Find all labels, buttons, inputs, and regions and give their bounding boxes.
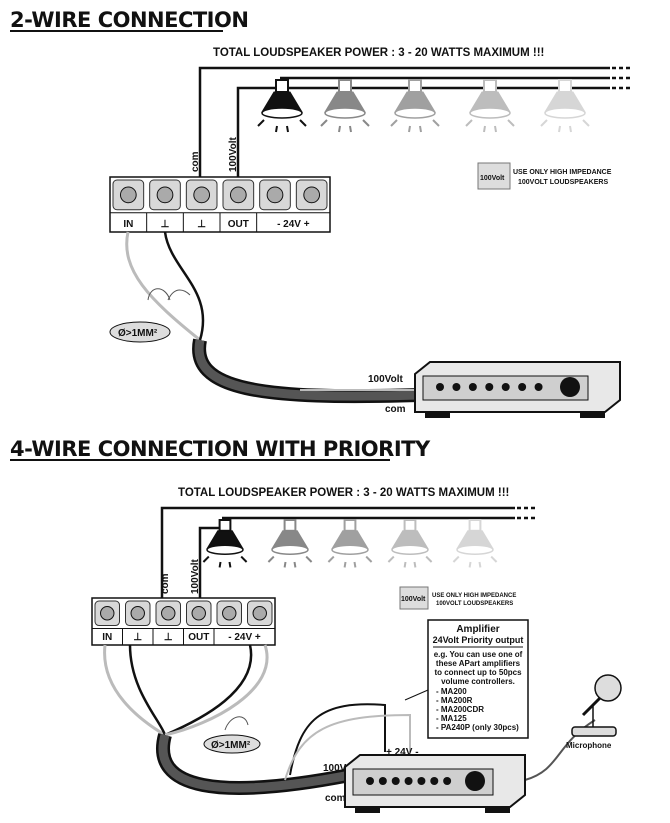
amp-knob — [404, 777, 413, 785]
speaker-icon — [387, 519, 433, 568]
terminal-screw — [222, 179, 255, 211]
speaker-icon — [320, 79, 370, 133]
amp-knob — [501, 383, 510, 391]
svg-text:100VOLT LOUDSPEAKERS: 100VOLT LOUDSPEAKERS — [436, 601, 513, 607]
section2-title: 4-WIRE CONNECTION WITH PRIORITY — [10, 437, 431, 461]
100volt-wire-label: 100Volt — [228, 137, 239, 172]
terminal-label: IN — [102, 632, 112, 643]
impedance-note-2: 100Volt USE ONLY HIGH IMPEDANCE 100VOLT … — [399, 586, 516, 610]
terminal-block-2: IN ⊥ ⊥ OUT - 24V + — [91, 597, 276, 646]
section1-power-note: TOTAL LOUDSPEAKER POWER : 3 - 20 WATTS M… — [213, 47, 544, 59]
amp-knob — [468, 383, 477, 391]
amp-knob — [436, 383, 444, 391]
svg-text:100VOLT LOUDSPEAKERS: 100VOLT LOUDSPEAKERS — [518, 179, 608, 186]
svg-text:- MA125: - MA125 — [436, 714, 467, 723]
svg-text:Amplifier: Amplifier — [456, 624, 499, 635]
terminal-label: ⊥ — [133, 632, 142, 643]
svg-text:Ø>1MM²: Ø>1MM² — [211, 740, 251, 751]
terminal-screw — [125, 600, 151, 627]
speaker-icon — [257, 79, 307, 133]
amp-knob — [443, 777, 452, 785]
speaker-icon — [202, 519, 248, 568]
speaker-icon — [465, 79, 515, 133]
section2-power-note: TOTAL LOUDSPEAKER POWER : 3 - 20 WATTS M… — [178, 487, 509, 499]
priority-24v-label: + 24V - — [386, 747, 419, 758]
amp2-com-label: com — [325, 793, 346, 804]
svg-text:100Volt: 100Volt — [480, 175, 505, 182]
amp-knob — [417, 777, 426, 785]
amp-knob — [452, 383, 461, 391]
terminal-label: ⊥ — [197, 219, 206, 230]
terminal-label: IN — [123, 219, 133, 230]
amp-knob — [378, 777, 387, 785]
speaker-icon — [390, 79, 440, 133]
svg-text:Ø>1MM²: Ø>1MM² — [118, 328, 158, 339]
100volt-wire-label-2: 100Volt — [190, 559, 201, 594]
svg-text:100Volt: 100Volt — [401, 596, 426, 603]
com-wire-label-2: com — [160, 573, 171, 594]
svg-text:USE ONLY HIGH IMPEDANCE: USE ONLY HIGH IMPEDANCE — [432, 593, 516, 599]
terminal-screw — [295, 179, 328, 211]
speaker-icon — [452, 519, 498, 568]
cable-size-note-1: Ø>1MM² — [109, 321, 171, 343]
terminal-screw — [247, 600, 273, 627]
bus-wires-2 — [160, 506, 535, 598]
terminal-block-1: IN ⊥ ⊥ OUT - 24V + — [109, 176, 331, 233]
svg-text:these APart amplifiers: these APart amplifiers — [436, 659, 521, 668]
microphone-label: Microphone — [566, 741, 612, 750]
svg-text:- PA240P (only 30pcs): - PA240P (only 30pcs) — [436, 723, 519, 732]
amplifier-1 — [414, 361, 621, 418]
speaker-icon — [327, 519, 373, 568]
amp-knob — [518, 383, 527, 391]
cables-2 — [103, 644, 596, 795]
amp2-100v-label: 100V — [323, 763, 347, 774]
terminal-label: ⊥ — [164, 632, 173, 643]
speaker-icon — [267, 519, 313, 568]
svg-text:24Volt Priority output: 24Volt Priority output — [433, 635, 524, 645]
cables-1 — [125, 231, 421, 404]
svg-text:- MA200CDR: - MA200CDR — [436, 705, 484, 714]
amp-knob — [534, 383, 543, 391]
impedance-note-1: 100Volt USE ONLY HIGH IMPEDANCE 100VOLT … — [477, 162, 612, 190]
amplifier-2 — [344, 754, 526, 813]
terminal-screw — [149, 179, 181, 211]
svg-text:- MA200R: - MA200R — [436, 696, 473, 705]
terminal-screw — [94, 600, 120, 627]
terminal-screw — [259, 179, 291, 211]
amplifier-info-box: Amplifier 24Volt Priority output e.g. Yo… — [427, 619, 529, 739]
terminal-label: ⊥ — [161, 219, 170, 230]
speakers-row-1 — [257, 79, 590, 133]
section1-title: 2-WIRE CONNECTION — [10, 8, 248, 32]
amp1-com-label: com — [385, 404, 406, 415]
com-wire-label: com — [190, 151, 201, 172]
terminal-label: - 24V + — [277, 219, 310, 230]
terminal-screw — [186, 600, 212, 627]
amp-knob — [366, 777, 374, 785]
speaker-icon — [540, 79, 590, 133]
terminal-screw — [155, 600, 181, 627]
amp-knob — [485, 383, 494, 391]
amp-knob — [430, 777, 439, 785]
terminal-label: - 24V + — [228, 632, 261, 643]
amp1-100volt-label: 100Volt — [368, 374, 403, 385]
svg-text:USE ONLY HIGH IMPEDANCE: USE ONLY HIGH IMPEDANCE — [513, 169, 612, 176]
svg-text:volume controllers.: volume controllers. — [441, 677, 515, 686]
cable-size-note-2: Ø>1MM² — [203, 734, 261, 754]
svg-text:- MA200: - MA200 — [436, 687, 467, 696]
svg-text:to connect up to 50pcs: to connect up to 50pcs — [434, 668, 522, 677]
svg-text:e.g. You can use one of: e.g. You can use one of — [434, 650, 523, 659]
speakers-row-2 — [202, 519, 498, 568]
microphone-icon — [571, 674, 622, 737]
terminal-label: OUT — [188, 632, 209, 643]
terminal-screw — [112, 179, 145, 211]
terminal-screw — [216, 600, 242, 627]
terminal-screw — [185, 179, 218, 211]
amp-knob — [391, 777, 400, 785]
terminal-label: OUT — [228, 219, 249, 230]
